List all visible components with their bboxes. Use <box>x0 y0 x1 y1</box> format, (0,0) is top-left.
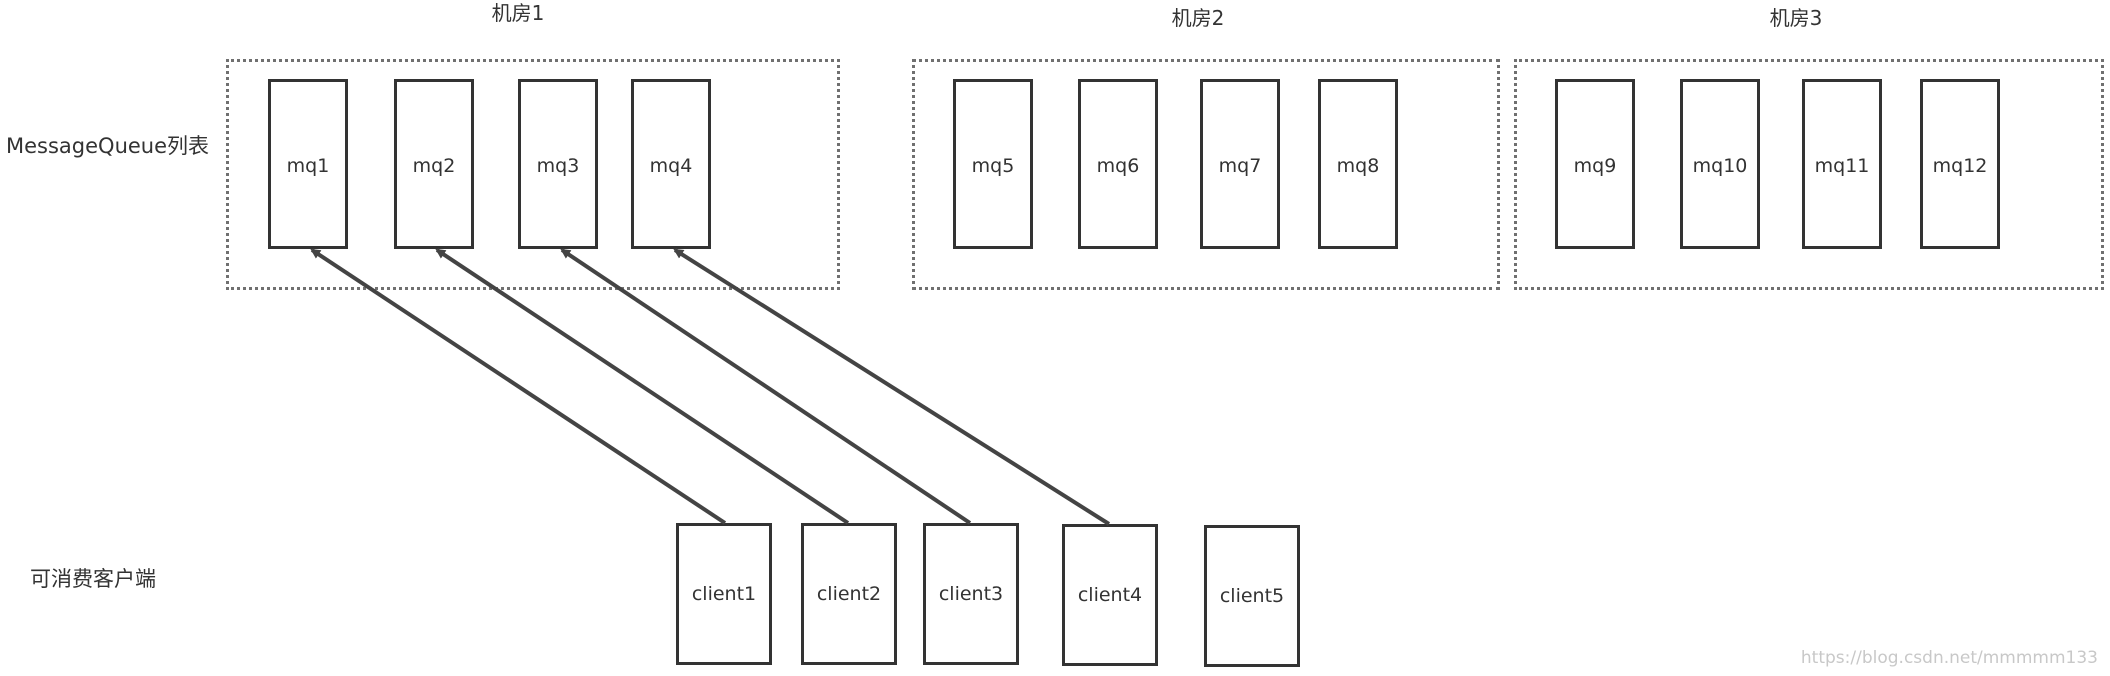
message-queue-mq7: mq7 <box>1200 79 1280 249</box>
client-label: client1 <box>691 583 757 605</box>
arrow-client2-to-mq2 <box>435 248 850 525</box>
client-label: client5 <box>1219 585 1285 607</box>
queue-label: mq2 <box>412 155 456 177</box>
message-queue-list-label: MessageQueue列表 <box>6 134 210 158</box>
queue-label: mq7 <box>1218 155 1262 177</box>
message-queue-mq2: mq2 <box>394 79 474 249</box>
queue-label: mq9 <box>1573 155 1617 177</box>
message-queue-mq4: mq4 <box>631 79 711 249</box>
message-queue-mq3: mq3 <box>518 79 598 249</box>
room-2-title: 机房2 <box>1171 6 1225 30</box>
queue-label: mq1 <box>286 155 330 177</box>
message-queue-mq11: mq11 <box>1802 79 1882 249</box>
arrow-client3-to-mq3 <box>560 248 972 525</box>
queue-label: mq5 <box>971 155 1015 177</box>
room-1-title: 机房1 <box>491 1 545 25</box>
arrow-client1-to-mq1 <box>310 248 727 525</box>
client-label: client4 <box>1077 584 1143 606</box>
consumer-client1: client1 <box>676 523 772 665</box>
arrow-client4-to-mq4 <box>673 248 1111 526</box>
queue-label: mq3 <box>536 155 580 177</box>
queue-label: mq12 <box>1932 155 1988 177</box>
queue-label: mq11 <box>1814 155 1870 177</box>
message-queue-mq9: mq9 <box>1555 79 1635 249</box>
client-label: client3 <box>938 583 1004 605</box>
message-queue-mq1: mq1 <box>268 79 348 249</box>
message-queue-mq12: mq12 <box>1920 79 2000 249</box>
message-queue-mq10: mq10 <box>1680 79 1760 249</box>
room-2-container <box>912 59 1500 290</box>
room-3-title: 机房3 <box>1769 6 1823 30</box>
message-queue-mq6: mq6 <box>1078 79 1158 249</box>
consumer-clients-label: 可消费客户端 <box>30 567 156 591</box>
message-queue-mq8: mq8 <box>1318 79 1398 249</box>
watermark: https://blog.csdn.net/mmmmm133 <box>1800 648 2098 668</box>
consumer-client4: client4 <box>1062 524 1158 666</box>
room-3-container <box>1514 59 2104 290</box>
consumer-client3: client3 <box>923 523 1019 665</box>
consumer-client5: client5 <box>1204 525 1300 667</box>
message-queue-mq5: mq5 <box>953 79 1033 249</box>
queue-label: mq4 <box>649 155 693 177</box>
queue-label: mq10 <box>1692 155 1748 177</box>
queue-label: mq6 <box>1096 155 1140 177</box>
client-label: client2 <box>816 583 882 605</box>
consumer-client2: client2 <box>801 523 897 665</box>
queue-label: mq8 <box>1336 155 1380 177</box>
